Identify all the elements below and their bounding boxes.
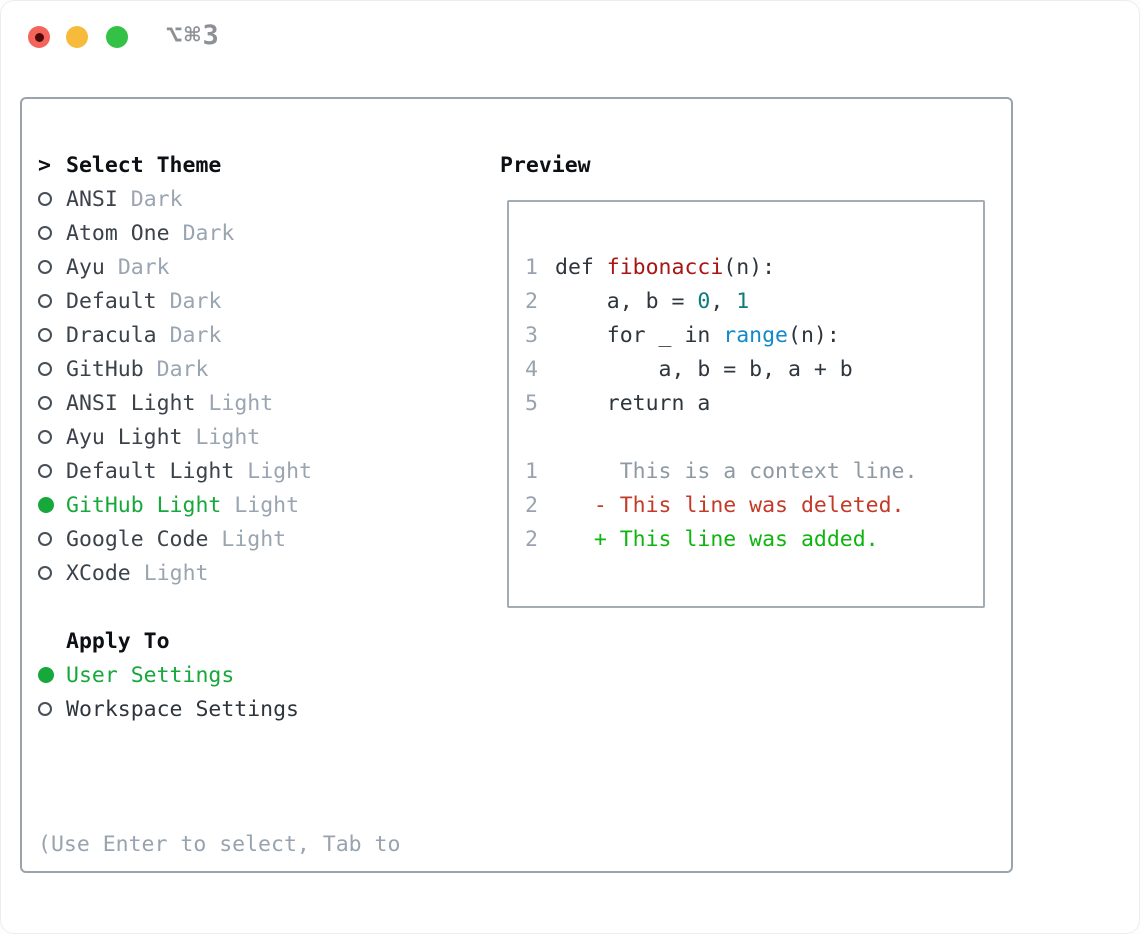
theme-variant: Dark xyxy=(169,322,222,348)
theme-item[interactable]: ANSI Dark xyxy=(38,182,312,216)
theme-variant: Dark xyxy=(182,220,235,246)
preview-box: 1 def fibonacci(n): 2 a, b = 0, 1 3 for … xyxy=(507,200,985,608)
theme-name: GitHub xyxy=(66,356,144,382)
line-content: return a xyxy=(555,390,711,416)
line-content: for _ in range(n): xyxy=(555,322,840,348)
line-content: a, b = b, a + b xyxy=(555,356,853,382)
window-title: ⌥⌘3 xyxy=(166,20,221,51)
zoom-button[interactable] xyxy=(106,26,128,48)
help-text-line2: change focus) xyxy=(38,930,400,934)
theme-item[interactable]: GitHub Dark xyxy=(38,352,312,386)
line-number: 2 xyxy=(525,288,538,314)
apply-to-section: Apply To User Settings Workspace Setting… xyxy=(38,624,299,726)
theme-name: Ayu Light xyxy=(66,424,183,450)
theme-item[interactable]: Dracula Dark xyxy=(38,318,312,352)
theme-name: ANSI Light xyxy=(66,390,196,416)
theme-variant: Dark xyxy=(169,288,222,314)
theme-item[interactable]: Atom One Dark xyxy=(38,216,312,250)
radio-icon xyxy=(38,294,52,308)
radio-icon xyxy=(38,430,52,444)
line-number: 3 xyxy=(525,322,538,348)
apply-option-label: Workspace Settings xyxy=(66,696,299,722)
radio-icon xyxy=(38,260,52,274)
preview-line: 4 a, b = b, a + b xyxy=(525,352,983,386)
line-content: - This line was deleted. xyxy=(555,492,905,518)
line-number: 2 xyxy=(525,526,538,552)
theme-name: Dracula xyxy=(66,322,157,348)
theme-name: ANSI xyxy=(66,186,118,212)
radio-icon xyxy=(38,362,52,376)
line-number: 2 xyxy=(525,492,538,518)
selected-radio-icon xyxy=(38,667,54,683)
theme-variant: Light xyxy=(234,492,300,518)
preview-line: 1 def fibonacci(n): xyxy=(525,250,983,284)
theme-variant: Light xyxy=(143,560,209,586)
theme-section: > Select Theme ANSI Dark Atom One Dark A… xyxy=(38,148,312,590)
theme-list-header: > Select Theme xyxy=(38,148,312,182)
line-number: 1 xyxy=(525,254,538,280)
line-number: 1 xyxy=(525,458,538,484)
theme-name: GitHub Light xyxy=(66,492,222,518)
radio-icon xyxy=(38,464,52,478)
theme-name: Google Code xyxy=(66,526,209,552)
theme-name: XCode xyxy=(66,560,131,586)
radio-icon xyxy=(38,532,52,546)
apply-to-header: Apply To xyxy=(38,624,299,658)
line-content: This is a context line. xyxy=(555,458,918,484)
theme-variant: Light xyxy=(247,458,313,484)
theme-name: Atom One xyxy=(66,220,170,246)
theme-item[interactable]: Default Light Light xyxy=(38,454,312,488)
line-number: 4 xyxy=(525,356,538,382)
theme-item[interactable]: ANSI Light Light xyxy=(38,386,312,420)
preview-title: Preview xyxy=(500,152,591,178)
line-content: + This line was added. xyxy=(555,526,879,552)
line-number: 5 xyxy=(525,390,538,416)
theme-name: Default xyxy=(66,288,157,314)
theme-item[interactable]: GitHub Light Light xyxy=(38,488,312,522)
preview-line: 2 a, b = 0, 1 xyxy=(525,284,983,318)
theme-variant: Dark xyxy=(130,186,183,212)
radio-icon xyxy=(38,702,52,716)
preview-code: 1 def fibonacci(n): 2 a, b = 0, 1 3 for … xyxy=(509,202,983,556)
theme-item[interactable]: Default Dark xyxy=(38,284,312,318)
preview-line: 1 This is a context line. xyxy=(525,454,983,488)
line-content: def fibonacci(n): xyxy=(555,254,776,280)
apply-option-label: User Settings xyxy=(66,662,235,688)
apply-to-list: User Settings Workspace Settings xyxy=(38,658,299,726)
theme-item[interactable]: Ayu Light Light xyxy=(38,420,312,454)
focus-caret-icon: > xyxy=(38,152,51,178)
preview-line: 2 - This line was deleted. xyxy=(525,488,983,522)
line-content: a, b = 0, 1 xyxy=(555,288,750,314)
radio-icon xyxy=(38,226,52,240)
theme-item[interactable]: XCode Light xyxy=(38,556,312,590)
preview-line: 5 return a xyxy=(525,386,983,420)
help-text: (Use Enter to select, Tab to change focu… xyxy=(38,760,400,934)
theme-variant: Light xyxy=(208,390,274,416)
radio-icon xyxy=(38,396,52,410)
apply-to-title: Apply To xyxy=(66,628,170,654)
theme-name: Default Light xyxy=(66,458,235,484)
theme-list-title: Select Theme xyxy=(66,152,222,178)
preview-line: 2 + This line was added. xyxy=(525,522,983,556)
close-dot-icon xyxy=(34,32,44,42)
theme-variant: Light xyxy=(195,424,261,450)
minimize-button[interactable] xyxy=(66,26,88,48)
apply-option[interactable]: Workspace Settings xyxy=(38,692,299,726)
theme-list: ANSI Dark Atom One Dark Ayu Dark Default… xyxy=(38,182,312,590)
theme-item[interactable]: Ayu Dark xyxy=(38,250,312,284)
theme-variant: Dark xyxy=(117,254,170,280)
preview-line: 3 for _ in range(n): xyxy=(525,318,983,352)
selected-radio-icon xyxy=(38,497,54,513)
radio-icon xyxy=(38,192,52,206)
radio-icon xyxy=(38,328,52,342)
help-text-line1: (Use Enter to select, Tab to xyxy=(38,832,401,857)
radio-icon xyxy=(38,566,52,580)
preview-line xyxy=(525,420,983,454)
theme-variant: Dark xyxy=(156,356,209,382)
theme-item[interactable]: Google Code Light xyxy=(38,522,312,556)
close-button[interactable] xyxy=(28,26,50,48)
theme-name: Ayu xyxy=(66,254,105,280)
theme-variant: Light xyxy=(221,526,287,552)
apply-option[interactable]: User Settings xyxy=(38,658,299,692)
